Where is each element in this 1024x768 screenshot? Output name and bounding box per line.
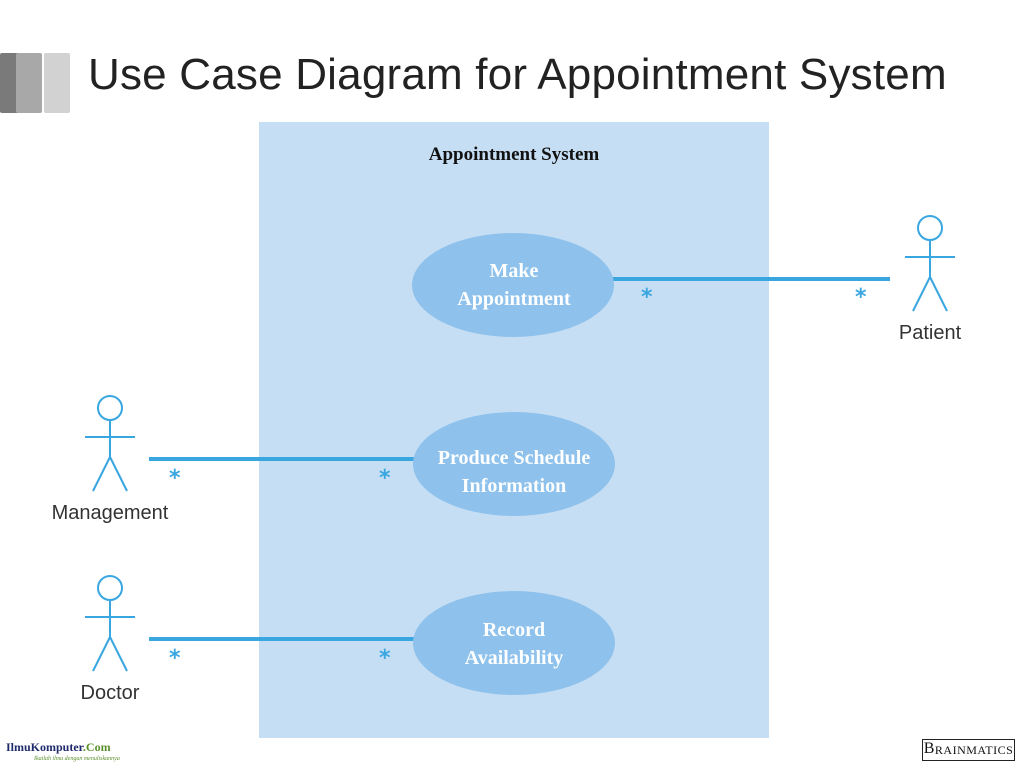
usecase-make-appointment bbox=[412, 233, 614, 337]
multiplicity-record-availability-usecase-end: * bbox=[379, 646, 391, 671]
title-bar-light bbox=[44, 53, 70, 113]
usecase-record-availability-label: Record Availability bbox=[413, 616, 615, 672]
brainmatics-logo-rain: RAIN bbox=[934, 743, 967, 757]
usecase-label-line: Appointment bbox=[457, 288, 571, 310]
ilmukomputer-logo-tagline: Ikatlah ilmu dengan menuliskannya bbox=[34, 756, 120, 762]
actor-doctor-label: Doctor bbox=[80, 682, 140, 704]
usecase-make-appointment-label: Make Appointment bbox=[413, 257, 615, 313]
usecase-label-line: Produce Schedule bbox=[437, 447, 591, 469]
actor-patient-label: Patient bbox=[898, 322, 962, 344]
ilmukomputer-logo-domain: .Com bbox=[82, 740, 111, 754]
usecase-produce-schedule-information bbox=[413, 412, 615, 516]
multiplicity-patient-actor-end: * bbox=[855, 285, 867, 310]
ilmukomputer-logo: IlmuKomputer.Com Ikatlah ilmu dengan men… bbox=[6, 739, 120, 762]
usecase-label-line: Information bbox=[461, 475, 567, 497]
actor-doctor-figure bbox=[85, 575, 135, 672]
brainmatics-logo-rest: MATICS bbox=[966, 743, 1014, 757]
title-bar-mid bbox=[16, 53, 42, 113]
usecase-label-line: Record bbox=[482, 619, 546, 641]
slide-title: Use Case Diagram for Appointment System bbox=[88, 50, 947, 99]
multiplicity-produce-schedule-usecase-end: * bbox=[379, 466, 391, 491]
actor-patient-figure bbox=[905, 215, 955, 312]
actor-management-figure bbox=[85, 395, 135, 492]
usecase-record-availability bbox=[413, 591, 615, 695]
multiplicity-doctor-actor-end: * bbox=[169, 646, 181, 671]
ilmukomputer-logo-name: IlmuKomputer bbox=[6, 740, 83, 754]
usecase-label-line: Make bbox=[489, 260, 539, 282]
usecase-produce-schedule-label: Produce Schedule Information bbox=[413, 444, 615, 500]
usecase-label-line: Availability bbox=[464, 647, 564, 669]
brainmatics-logo-initial: B bbox=[923, 740, 935, 757]
multiplicity-management-actor-end: * bbox=[169, 466, 181, 491]
system-label: Appointment System bbox=[428, 144, 600, 165]
multiplicity-make-appointment-usecase-end: * bbox=[641, 285, 653, 310]
actor-management-label: Management bbox=[51, 502, 169, 524]
